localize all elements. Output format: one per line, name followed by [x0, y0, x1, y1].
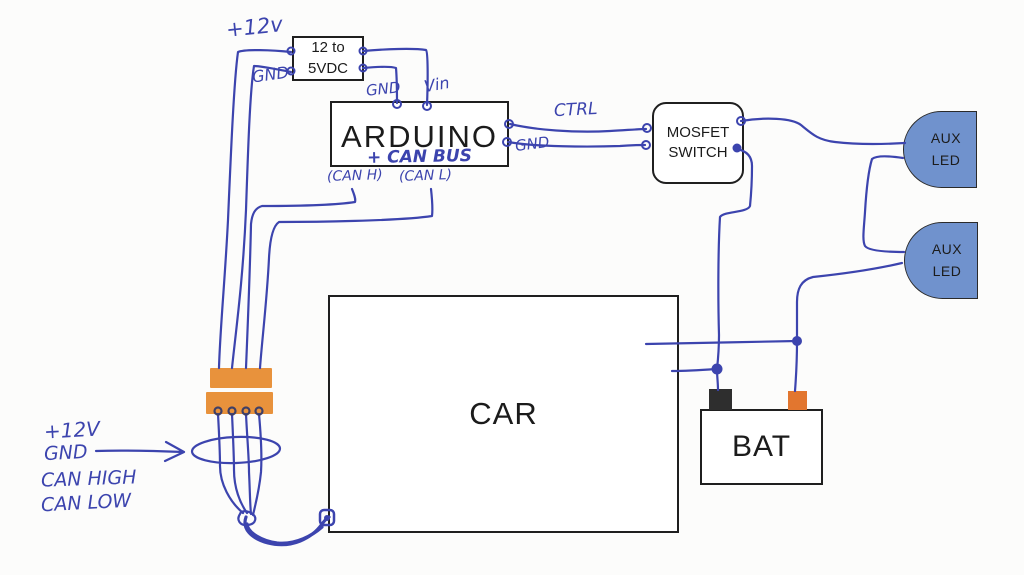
label-harness-can-low: CAN LOW	[40, 489, 132, 517]
wire-knot	[237, 510, 257, 527]
label-harness-12v: +12V	[43, 416, 101, 444]
label-arduino-vin-pin: Vin	[422, 72, 451, 97]
label-gnd-supply: GND	[250, 62, 290, 87]
wire-led2-to-bat-pos	[793, 261, 904, 393]
wire-mosfet-to-bat-neg	[715, 147, 754, 392]
junction-bat-negative	[711, 363, 723, 375]
harness-connector-upper	[210, 368, 272, 388]
label-12v-supply: +12v	[224, 12, 284, 42]
dc-converter-label-line1: 12 to	[311, 39, 345, 57]
dc-converter-label-line2: 5VDC	[307, 59, 348, 77]
mosfet-label-line1: MOSFET	[666, 123, 730, 141]
wire-12v-left	[217, 49, 293, 370]
mosfet-gnd-terminal	[641, 140, 651, 150]
annotation-arrow	[94, 440, 186, 463]
aux-led-top-label-line1: AUX	[930, 129, 962, 146]
aux-led-bottom-label-line2: LED	[932, 262, 962, 279]
label-arduino-gnd-pin: GND	[365, 78, 402, 100]
mosfet-label-line2: SWITCH	[668, 144, 728, 161]
battery-label: BAT	[731, 430, 792, 463]
arduino-block: ARDUINO	[330, 101, 509, 167]
label-can-h-pin: (CAN H)	[326, 167, 383, 185]
dc-converter-block: 12 to 5VDC	[292, 36, 364, 81]
arduino-label: ARDUINO	[341, 119, 498, 154]
aux-led-bottom: AUX LED	[904, 222, 978, 299]
car-block: CAR	[328, 295, 679, 533]
label-ctrl-wire: CTRL	[553, 98, 599, 122]
wire-bundle-a	[243, 515, 331, 547]
wire-gnd-left	[230, 64, 293, 370]
wire-harness-3	[244, 412, 253, 516]
junction-bat-positive	[792, 336, 802, 346]
aux-led-top-label-line2: LED	[931, 151, 961, 168]
wire-harness-2	[230, 412, 249, 515]
battery-block: BAT	[700, 409, 823, 485]
label-mosfet-gnd-wire: GND	[514, 132, 551, 156]
mosfet-switch-block: MOSFET SWITCH	[652, 102, 744, 184]
label-harness-can-high: CAN HIGH	[40, 466, 137, 492]
wire-harness-1	[216, 412, 245, 515]
label-harness-gnd: GND	[43, 440, 89, 466]
wire-led1-to-led2	[862, 155, 906, 254]
harness-oval-annotation	[190, 435, 282, 465]
harness-connector-lower	[206, 392, 273, 414]
wire-ctrl	[508, 122, 648, 133]
aux-led-top: AUX LED	[903, 111, 977, 188]
wire-mosfet-to-led1	[739, 117, 907, 146]
mosfet-ctrl-terminal	[642, 123, 652, 133]
label-can-l-pin: (CAN L)	[398, 167, 453, 185]
wire-harness-4	[251, 412, 263, 517]
car-label: CAR	[469, 396, 538, 431]
aux-led-bottom-label-line1: AUX	[931, 240, 963, 257]
wire-bundle-b	[245, 522, 324, 545]
battery-positive-terminal	[788, 391, 807, 410]
label-can-bus: + CAN BUS	[366, 146, 473, 168]
battery-negative-terminal	[709, 389, 732, 410]
